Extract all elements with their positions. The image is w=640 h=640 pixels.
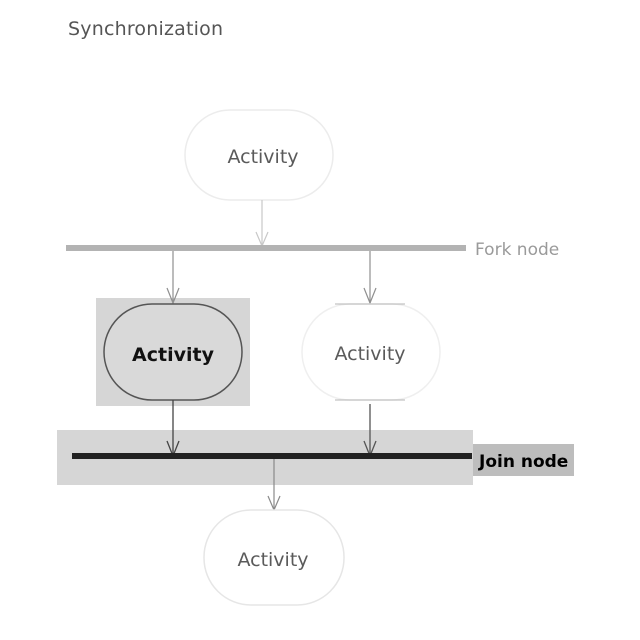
arrow-fork-to-left <box>166 251 180 305</box>
top-activity-label: Activity <box>227 146 298 168</box>
arrow-top-to-fork <box>255 200 269 248</box>
top-activity-node[interactable]: Activity <box>184 109 334 201</box>
fork-bar <box>66 245 466 251</box>
bottom-activity-node[interactable]: Activity <box>203 509 345 606</box>
fork-node-label: Fork node <box>475 240 559 260</box>
arrow-fork-to-right <box>363 251 377 305</box>
right-activity-node[interactable]: Activity <box>301 303 441 401</box>
join-bar <box>72 453 472 459</box>
join-node-label: Join node <box>478 452 568 472</box>
join-label-highlight <box>473 444 574 476</box>
left-activity-node[interactable]: Activity <box>103 303 243 401</box>
left-activity-label: Activity <box>132 344 215 366</box>
bottom-activity-label: Activity <box>237 549 308 571</box>
diagram-title: Synchronization <box>68 18 224 40</box>
right-activity-label: Activity <box>334 343 405 365</box>
